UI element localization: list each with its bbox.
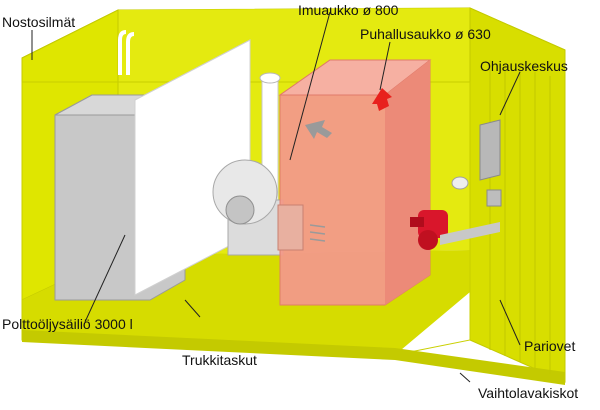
duct-connection (277, 204, 304, 251)
fuel-valve-icon (486, 189, 502, 207)
container-bottom-rail (22, 330, 565, 385)
vent-pipes (118, 30, 135, 75)
label-pariovet: Pariovet (524, 338, 576, 354)
control-panel (479, 119, 501, 181)
flow-arrows-icon (309, 224, 326, 242)
label-polttooljysailio: Polttoöljysäiliö 3000 l (2, 316, 133, 332)
oil-pipe (440, 222, 500, 245)
pressure-device-icon (451, 176, 469, 190)
label-vaihtolavakiskot: Vaihtolavakiskot (478, 385, 579, 401)
label-imuaukko: Imuaukko ø 800 (298, 2, 399, 18)
label-puhallusaukko: Puhallusaukko ø 630 (360, 26, 491, 42)
intake-arrow-icon (305, 120, 332, 139)
intake-pipe-top (259, 72, 281, 84)
label-ohjauskeskus: Ohjauskeskus (480, 58, 568, 74)
burner-icon (410, 210, 448, 250)
label-trukkitaskut: Trukkitaskut (182, 352, 257, 368)
leader-lines (31, 11, 521, 383)
outlet-arrow-icon (372, 88, 392, 111)
blower-outlet (225, 195, 255, 225)
heater-unit-side (385, 60, 430, 305)
label-nostosilmat: Nostosilmät (2, 14, 76, 30)
